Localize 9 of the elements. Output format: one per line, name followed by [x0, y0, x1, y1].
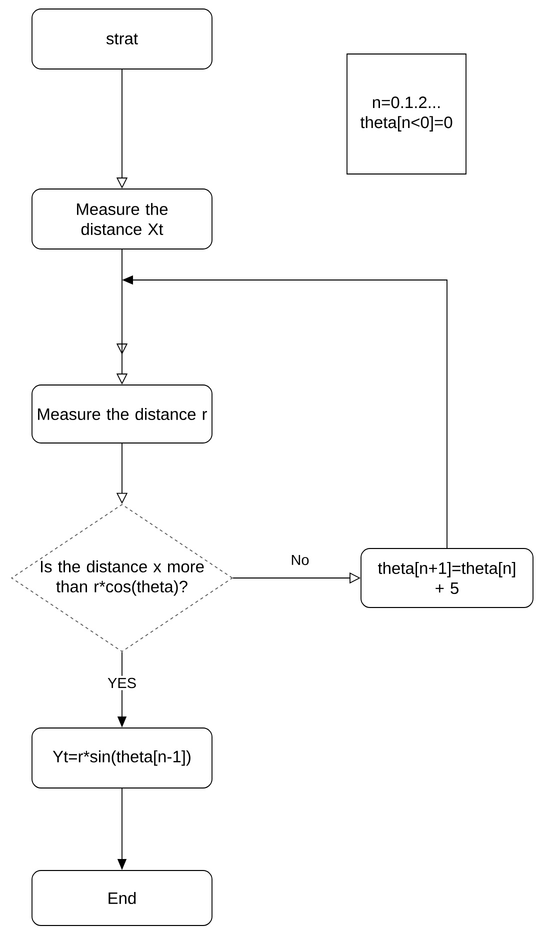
- terminal-box: strat: [32, 8, 212, 70]
- edge-label: No: [292, 554, 309, 566]
- terminal-box: End: [32, 870, 212, 926]
- process-box: Yt=r*sin(theta[n-1]): [32, 728, 212, 788]
- process-box: theta[n+1]=theta[n] + 5: [360, 548, 534, 608]
- edge-label: YES: [106, 676, 138, 690]
- note-box: n=0.1.2... theta[n<0]=0: [346, 54, 466, 174]
- process-box: Measure the distance r: [32, 384, 212, 444]
- process-box: Measure the distance Xt: [32, 188, 212, 250]
